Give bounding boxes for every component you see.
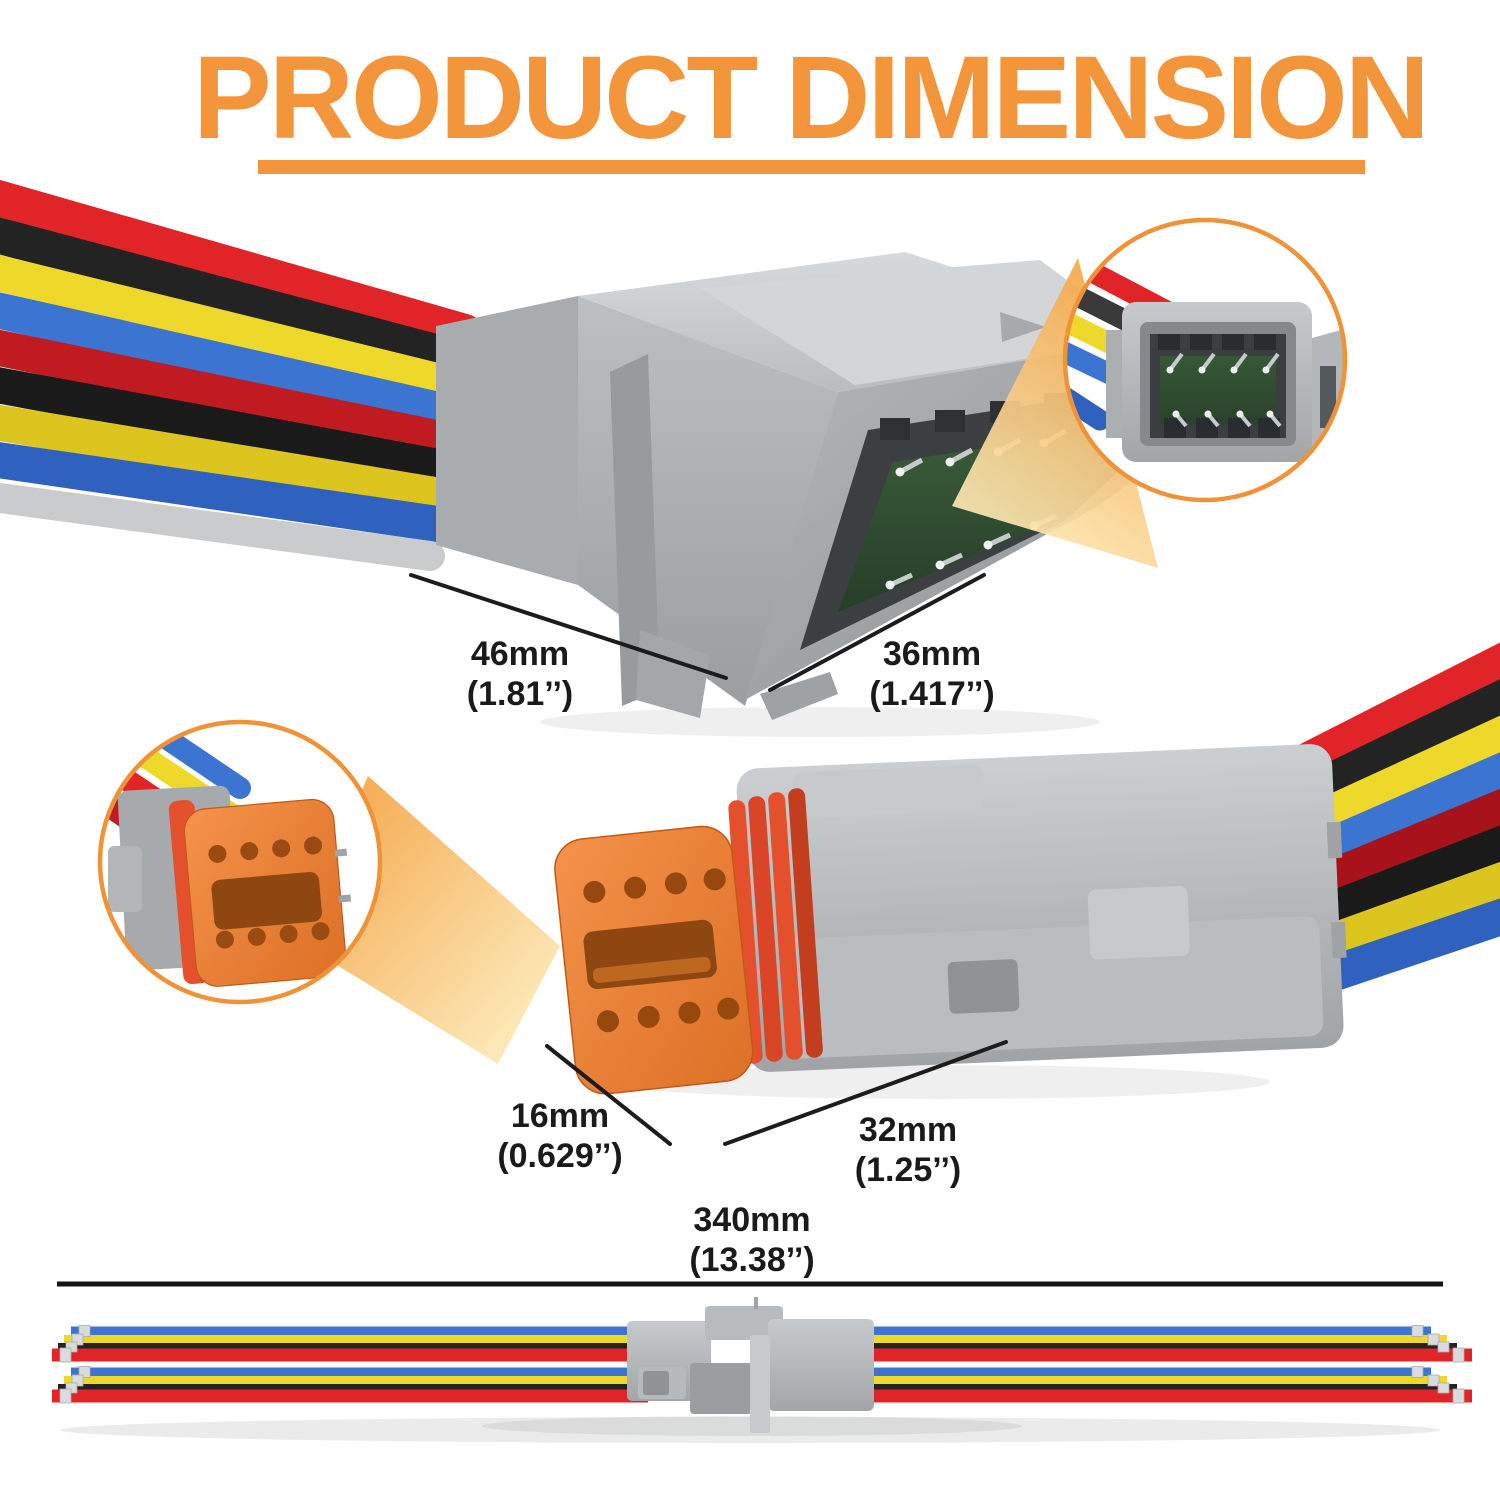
inset-content	[1065, 231, 1345, 462]
harness-conn-lower-block	[690, 1363, 753, 1414]
male-pad-arrow-icon	[1000, 312, 1046, 342]
female-keyway-lip	[592, 956, 711, 983]
wire-red-icon	[0, 329, 483, 462]
male-flange-fin	[610, 354, 660, 706]
harness-connector	[627, 1297, 874, 1433]
dimension-mm: 32mm	[858, 1111, 958, 1149]
female-latch-step	[1087, 885, 1191, 960]
female-top-tab	[792, 764, 984, 819]
wire-red-icon	[0, 179, 483, 350]
wire-crimp-bands	[59, 1325, 1465, 1404]
harness-conn-right-box	[768, 1319, 874, 1411]
harness-wires	[52, 1326, 1472, 1403]
inset-male-teeth	[1158, 334, 1280, 438]
female-connector	[736, 744, 1347, 1072]
male-cavity-notch	[880, 418, 910, 440]
inset-circle-ring	[1062, 217, 1348, 503]
wire-blue-icon	[0, 442, 483, 546]
female-connector-shadow	[610, 1065, 1270, 1099]
wire-blue-icon	[0, 292, 483, 434]
inset-keyway-slot	[211, 871, 322, 930]
dimension-label-male-depth: 36mm (1.417’’)	[869, 634, 994, 714]
dimension-line-32mm	[723, 1040, 1008, 1146]
inset-male-latch-slot	[1320, 366, 1336, 428]
dimension-mm: 16mm	[510, 1097, 610, 1135]
inset-face-nub	[334, 848, 348, 857]
male-foot	[760, 672, 838, 720]
wire-gray-icon	[0, 482, 445, 571]
male-foot	[636, 630, 710, 718]
female-latch	[783, 916, 1324, 1059]
inset-male-left-ear	[1106, 330, 1124, 438]
female-face-inset	[97, 719, 383, 1005]
male-scene	[0, 179, 1348, 737]
inset-male-green-wall	[1160, 356, 1276, 424]
dimension-mm: 46mm	[470, 635, 570, 673]
dimension-inch: (1.81’’)	[466, 675, 574, 713]
dimension-mm: 340mm	[693, 1201, 811, 1239]
inset-circle-ring	[97, 719, 383, 1005]
dimension-label-female-depth: 32mm (1.25’’)	[855, 1110, 961, 1190]
page-title: PRODUCT DIMENSION	[193, 32, 1430, 164]
male-connector-shadow	[540, 707, 1100, 737]
dimension-label-harness-length: 340mm (13.38’’)	[689, 1200, 814, 1280]
male-cavity-notch	[935, 410, 965, 432]
dimension-inch: (1.417’’)	[869, 675, 995, 713]
dimension-line-16mm	[545, 1044, 672, 1146]
dimension-line-36mm	[768, 573, 986, 692]
magnifier-beam	[952, 258, 1158, 568]
wire-yellow-icon	[0, 404, 483, 518]
male-wire-bundle	[0, 179, 483, 571]
female-side-nub	[1331, 921, 1347, 959]
dimension-line-46mm	[409, 573, 728, 680]
title-underline	[258, 160, 1365, 174]
female-latch-window	[947, 959, 1020, 1014]
female-orange-face	[554, 825, 754, 1095]
inset-socket-holes	[208, 836, 330, 949]
wire-black-icon	[0, 367, 483, 490]
inset-female-latch-nub	[108, 846, 142, 912]
female-seal-rings	[728, 788, 823, 1064]
female-scene	[97, 642, 1500, 1146]
dimension-label-male-width: 46mm (1.81’’)	[467, 634, 573, 714]
inset-female-face	[183, 798, 352, 987]
dimension-inch: (0.629’’)	[497, 1137, 623, 1175]
wire-yellow-icon	[0, 254, 483, 406]
male-rear-face	[436, 296, 578, 585]
harness-conn-latch-inner	[643, 1371, 669, 1395]
dimension-inch: (13.38’’)	[689, 1241, 815, 1279]
female-socket-holes	[583, 868, 740, 1033]
dimension-label-female-height: 16mm (0.629’’)	[497, 1096, 622, 1176]
dimension-mm: 36mm	[882, 635, 982, 673]
female-side-nub	[1326, 821, 1343, 859]
harness-conn-pin	[754, 1297, 758, 1309]
wire-black-icon	[0, 217, 483, 378]
inset-face-nub	[338, 894, 352, 903]
male-face-inset	[1062, 217, 1348, 503]
harness-conn-flange	[750, 1335, 770, 1433]
dimension-inch: (1.25’’)	[854, 1151, 962, 1189]
harness-conn-top-block	[705, 1306, 783, 1340]
inset-male-pin-tips	[1166, 366, 1274, 418]
harness-scene	[52, 1281, 1472, 1443]
